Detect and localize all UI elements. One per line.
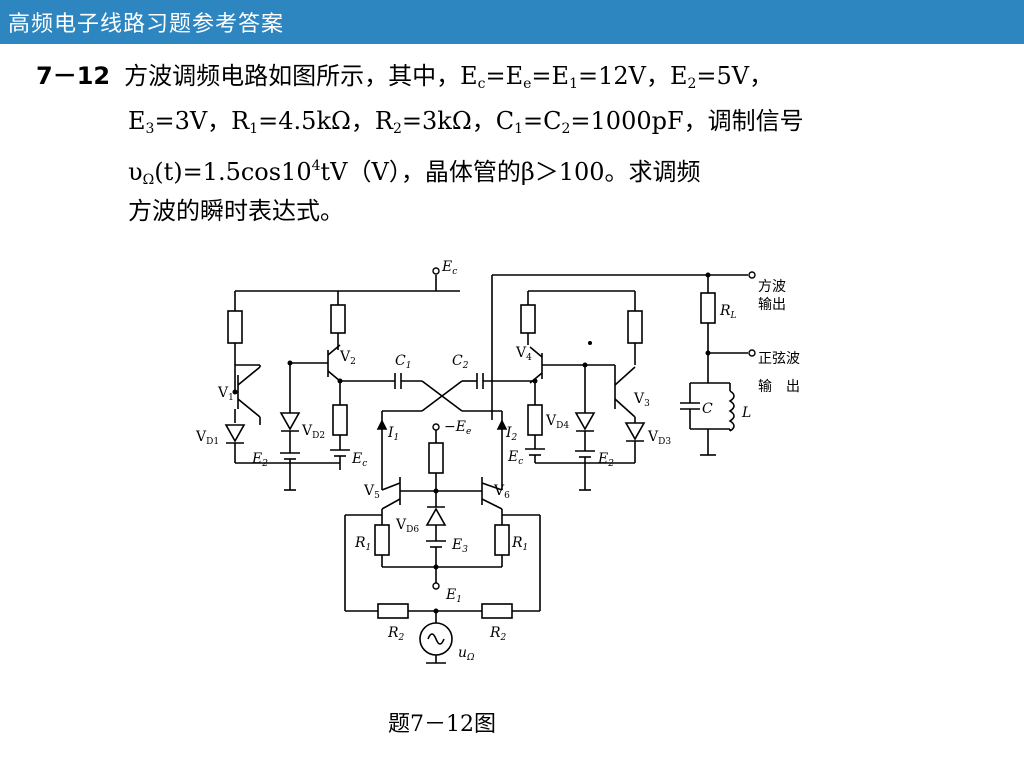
superscript: 4 (311, 158, 321, 174)
symbol: R (231, 107, 250, 135)
problem-line-2: E3=3V，R1=4.5kΩ，R2=3kΩ，C1=C2=1000pF，调制信号 (36, 99, 996, 144)
value: =5V， (696, 62, 774, 90)
symbol: E (551, 62, 570, 90)
label-c2: C2 (452, 353, 469, 371)
symbol: = (485, 62, 506, 90)
subscript: 2 (561, 121, 571, 137)
label-i1: I1 (387, 425, 399, 443)
symbol: E (128, 107, 146, 135)
symbol: C (543, 107, 562, 135)
header-bar: 高频电子线路习题参考答案 (0, 0, 1024, 44)
label-vd1: VD1 (195, 429, 219, 447)
label-v5: V5 (363, 483, 380, 501)
subscript: 1 (569, 76, 578, 92)
label-square-out2: 输出 (758, 297, 786, 313)
value: =3V， (154, 107, 232, 135)
label-v3: V3 (633, 391, 650, 409)
label-r2-left: R2 (387, 625, 405, 643)
label-sine-out: 正弦波 (758, 351, 800, 367)
label-e3: E3 (451, 537, 468, 555)
problem-text: 方波的瞬时表达式。 (128, 197, 344, 225)
label-c-tank: C (702, 401, 713, 417)
label-v1: V1 (217, 385, 234, 403)
value: =12V， (577, 62, 670, 90)
problem-line-4: 方波的瞬时表达式。 (36, 189, 996, 234)
label-square-out: 方波 (758, 279, 786, 295)
symbol: = (531, 62, 552, 90)
subscript: 1 (514, 121, 524, 137)
value: tV（V），晶体管的β＞100。求调频 (320, 158, 701, 186)
label-e2a: E2 (251, 451, 268, 469)
label-u-omega: uΩ (458, 645, 475, 663)
subscript: 2 (392, 121, 402, 137)
label-l-tank: L (741, 405, 751, 421)
label-c1: C1 (395, 353, 411, 371)
value: =1000pF，调制信号 (570, 107, 804, 135)
label-vd6: VD6 (395, 517, 419, 535)
label-sine-out2: 输 出 (758, 379, 800, 395)
symbol: E (669, 62, 688, 90)
label-v6: V6 (493, 483, 510, 501)
label-vd4: VD4 (545, 413, 569, 431)
symbol: υ (128, 158, 143, 186)
label-r1-left: R1 (354, 535, 371, 553)
symbol: R (374, 107, 393, 135)
symbol: E (505, 62, 524, 90)
subscript: c (477, 76, 486, 92)
label-vd3: VD3 (647, 429, 671, 447)
value: =4.5kΩ， (258, 107, 375, 135)
label-ec-top: Ec (441, 259, 457, 277)
subscript: 3 (145, 121, 155, 137)
problem-line-3: υΩ(t)=1.5cos104tV（V），晶体管的β＞100。求调频 (36, 144, 996, 189)
label-v2: V2 (339, 349, 356, 367)
header-title: 高频电子线路习题参考答案 (8, 12, 285, 37)
subscript: Ω (142, 172, 155, 188)
symbol: = (523, 107, 544, 135)
label-v4: V4 (515, 345, 532, 363)
subscript: 1 (249, 121, 259, 137)
label-e2b: E2 (597, 451, 614, 469)
label-ec-right: Ec (507, 449, 523, 467)
subscript: e (523, 76, 532, 92)
label-vd2: VD2 (301, 423, 325, 441)
problem-number: 7－12 (36, 62, 111, 90)
value: =3kΩ， (401, 107, 496, 135)
value: (t)=1.5cos10 (154, 158, 312, 186)
label-i2: I2 (505, 425, 518, 443)
label-minus-ee: −Ee (444, 419, 471, 437)
circuit-diagram: Ec 方波 输出 正弦波 输 出 RL V1 V2 V3 V4 V5 V6 VD… (195, 259, 800, 664)
label-e1: E1 (445, 587, 462, 605)
symbol: E (460, 62, 478, 90)
figure-caption: 题7－12图 (388, 712, 496, 737)
label-r2-right: R2 (489, 625, 507, 643)
label-ec-left: Ec (351, 451, 367, 469)
symbol: C (495, 107, 515, 135)
label-rl: RL (719, 303, 737, 321)
label-r1-right: R1 (511, 535, 528, 553)
subscript: 2 (687, 76, 697, 92)
problem-text: 方波调频电路如图所示，其中， (124, 62, 461, 90)
